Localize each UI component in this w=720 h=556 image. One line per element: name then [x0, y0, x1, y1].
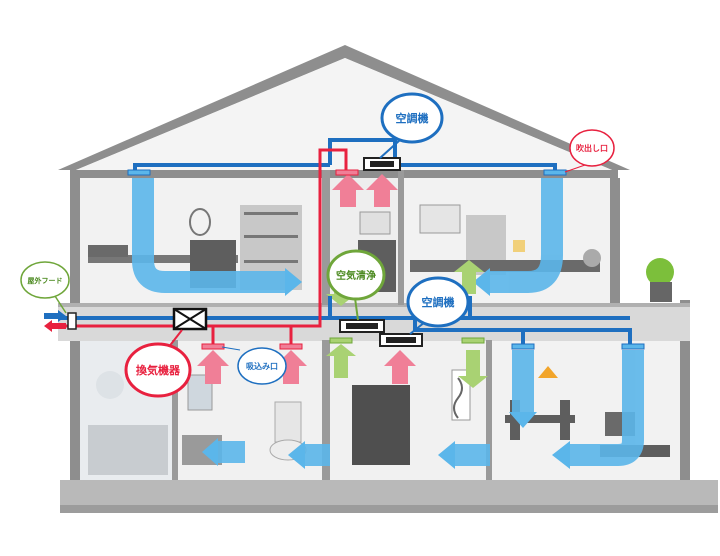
duct-supply-blue — [60, 138, 632, 344]
airflow-upper-left — [132, 178, 285, 293]
furniture-bath — [88, 371, 168, 475]
ac-unit-icon — [363, 157, 401, 171]
label-outdoor-hood: 屋外フード — [28, 276, 63, 285]
airflow-purified — [326, 260, 488, 388]
callout-ac-lower: 空調機 — [406, 276, 470, 335]
label-ac-lower: 空調機 — [422, 295, 455, 309]
furniture-hall — [352, 369, 471, 465]
callout-air-outlet: 吹出し口 — [564, 129, 615, 173]
label-ventilation-unit: 換気機器 — [136, 363, 181, 377]
label-ac-upper: 空調機 — [396, 111, 429, 125]
air-purifier-unit — [339, 319, 385, 333]
airflow-return — [197, 174, 416, 384]
callout-ventilation-unit: 換気機器 — [124, 329, 192, 398]
heat-exchanger-icon — [172, 307, 208, 331]
airflow-arrowheads — [202, 268, 570, 469]
airflow-upper-right — [490, 178, 563, 293]
callout-outdoor-hood: 屋外フード — [20, 261, 70, 314]
airflow-lower-living-2 — [570, 350, 644, 466]
label-air-outlet: 吹出し口 — [576, 143, 608, 153]
callout-air-intake: 吸込み口 — [221, 346, 287, 385]
ground-shadow — [60, 505, 718, 513]
vent-hood-icon — [44, 310, 77, 332]
label-air-intake: 吸込み口 — [246, 361, 278, 371]
ac-unit-icon — [379, 333, 423, 347]
callout-air-purifier: 空気清浄 — [326, 249, 386, 321]
callout-ac-upper: 空調機 — [379, 92, 444, 159]
airflow-cool — [132, 178, 644, 466]
label-air-purifier: 空気清浄 — [336, 269, 376, 282]
vent-grilles — [127, 169, 645, 350]
duct-return-red — [60, 148, 348, 345]
